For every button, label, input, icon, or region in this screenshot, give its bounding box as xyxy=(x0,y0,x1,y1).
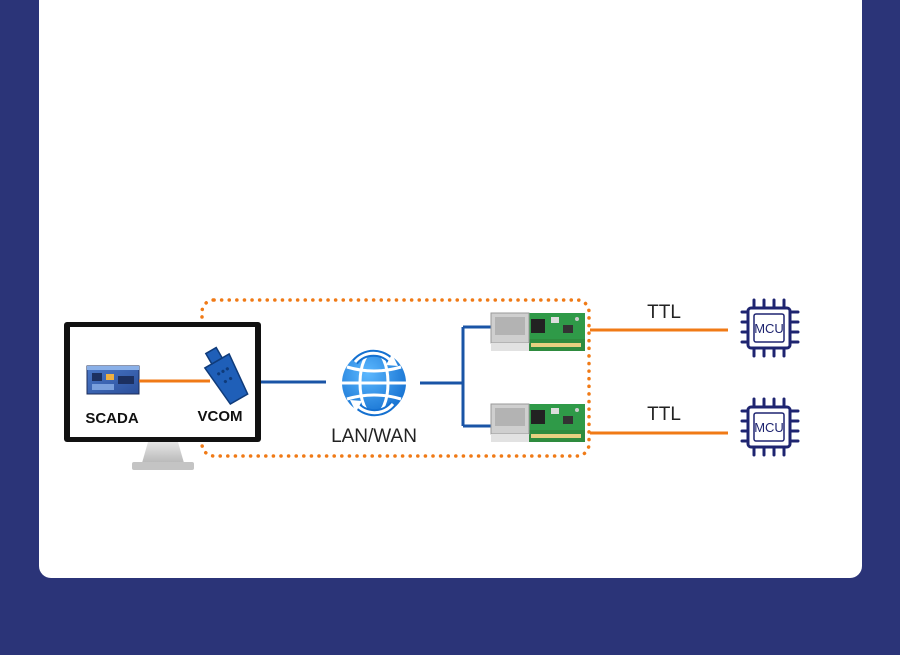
mcu-chip-icon xyxy=(740,298,800,358)
network-label: LAN/WAN xyxy=(331,426,417,447)
mcu-label-top: MCU xyxy=(754,321,784,336)
ttl-label-top: TTL xyxy=(647,302,681,323)
bottom-divider xyxy=(0,655,900,657)
globe-network-icon xyxy=(342,349,406,417)
serial-connector-icon xyxy=(203,346,249,406)
content-card xyxy=(39,0,862,578)
ethernet-module-top xyxy=(490,312,586,352)
ethernet-module-bottom xyxy=(490,403,586,443)
mcu-chip-icon xyxy=(740,397,800,457)
ttl-label-bottom: TTL xyxy=(647,404,681,425)
vcom-label: VCOM xyxy=(198,408,243,425)
scada-screen-icon xyxy=(86,365,140,395)
scada-label: SCADA xyxy=(85,410,139,427)
network-branch-lines xyxy=(420,325,493,428)
mcu-label-bottom: MCU xyxy=(754,420,784,435)
